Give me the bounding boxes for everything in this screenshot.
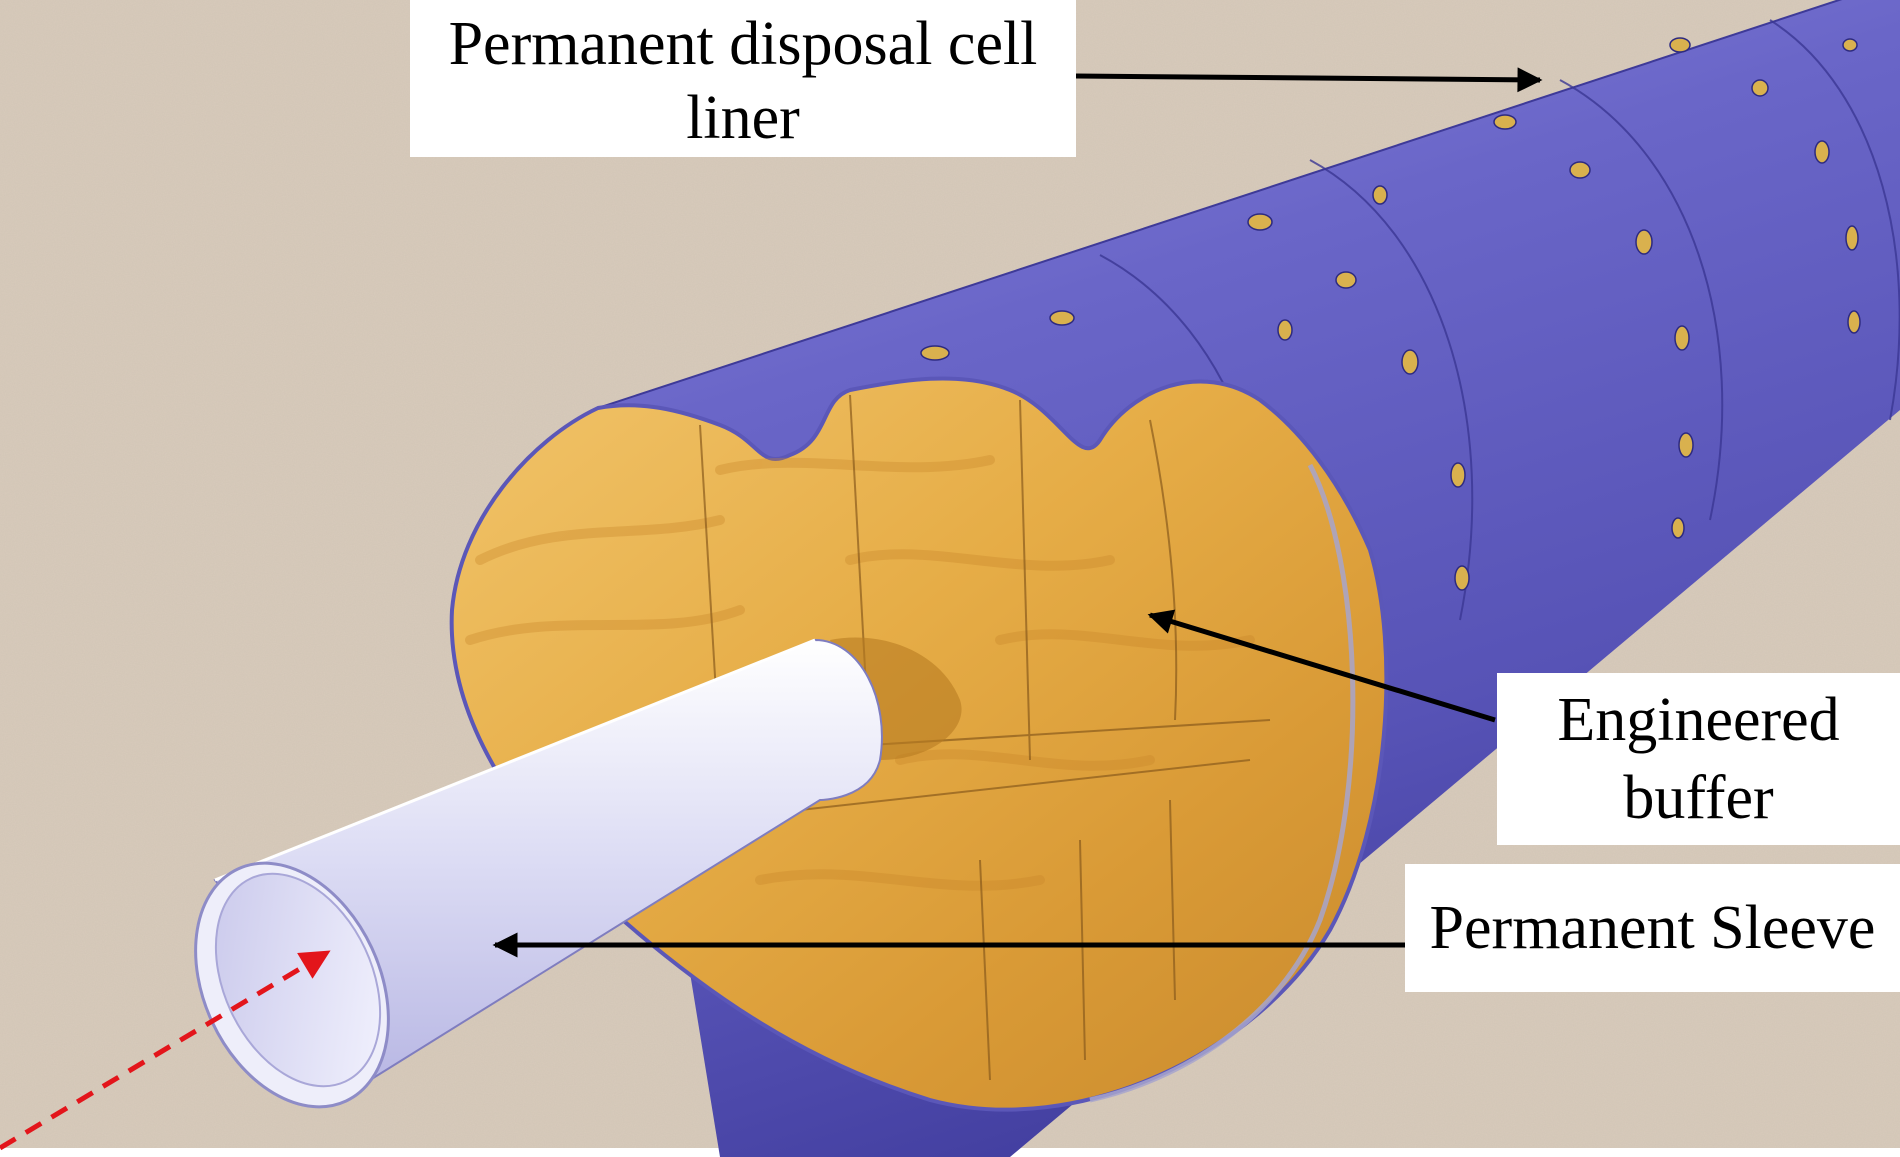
buffer-label-line1: Engineered [1557, 686, 1840, 754]
buffer-label: Engineered buffer [1497, 673, 1900, 845]
liner-tube [449, 0, 1900, 1157]
liner-label: Permanent disposal cell liner [410, 0, 1076, 157]
sleeve-label-line1: Permanent Sleeve [1429, 894, 1876, 962]
buffer-leader-arrow [1147, 609, 1496, 723]
liner-label-line1: Permanent disposal cell [448, 9, 1038, 78]
insertion-arrow [0, 949, 331, 1151]
liner-leader-arrow [1075, 67, 1543, 93]
sleeve-label: Permanent Sleeve [1405, 864, 1900, 992]
buffer-label-line2: buffer [1623, 764, 1774, 832]
liner-label-line2: liner [686, 83, 800, 152]
sleeve-tube [194, 638, 883, 1109]
